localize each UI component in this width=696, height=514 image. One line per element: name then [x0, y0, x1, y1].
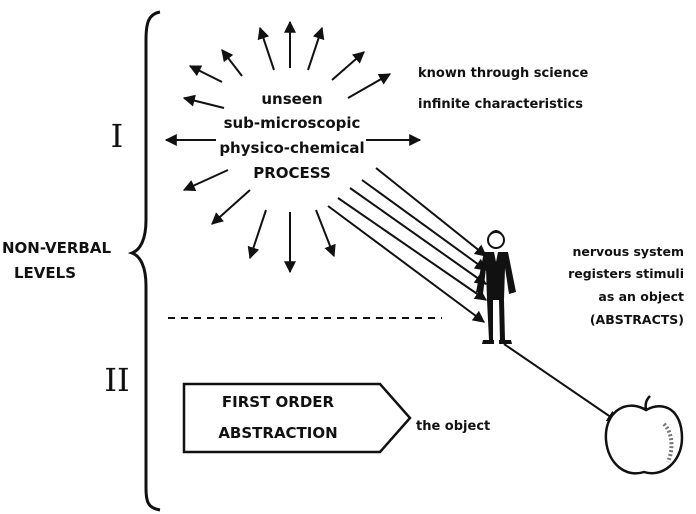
person-to-object-arrow	[503, 343, 619, 423]
science-line-known: known through science	[418, 66, 589, 81]
nervous-line-1: nervous system	[572, 244, 684, 259]
process-title: PROCESS	[253, 164, 331, 182]
non-verbal-label-line2: LEVELS	[14, 264, 77, 282]
non-verbal-label-line1: NON-VERBAL	[2, 239, 111, 257]
stimuli-arrows	[327, 167, 487, 323]
person-figure	[476, 230, 516, 344]
apple-object	[604, 395, 684, 475]
nervous-line-2: registers stimuli	[568, 266, 684, 281]
process-line-physico-chemical: physico-chemical	[219, 139, 365, 157]
process-line-unseen: unseen	[261, 90, 323, 108]
first-order-line-1: FIRST ORDER	[221, 393, 335, 411]
process-line-sub-microscopic: sub-microscopic	[223, 114, 361, 132]
process-radiating-arrows	[164, 20, 422, 274]
nervous-line-3: as an object	[598, 289, 684, 304]
science-line-infinite: infinite characteristics	[418, 97, 583, 112]
non-verbal-bracket	[127, 10, 161, 512]
first-order-line-2: ABSTRACTION	[218, 424, 338, 442]
level-one-marker: I	[110, 117, 124, 155]
level-two-marker: II	[104, 361, 130, 399]
object-label: the object	[416, 419, 491, 434]
first-order-abstraction-box	[182, 382, 412, 454]
nervous-line-4: (ABSTRACTS)	[589, 312, 684, 327]
